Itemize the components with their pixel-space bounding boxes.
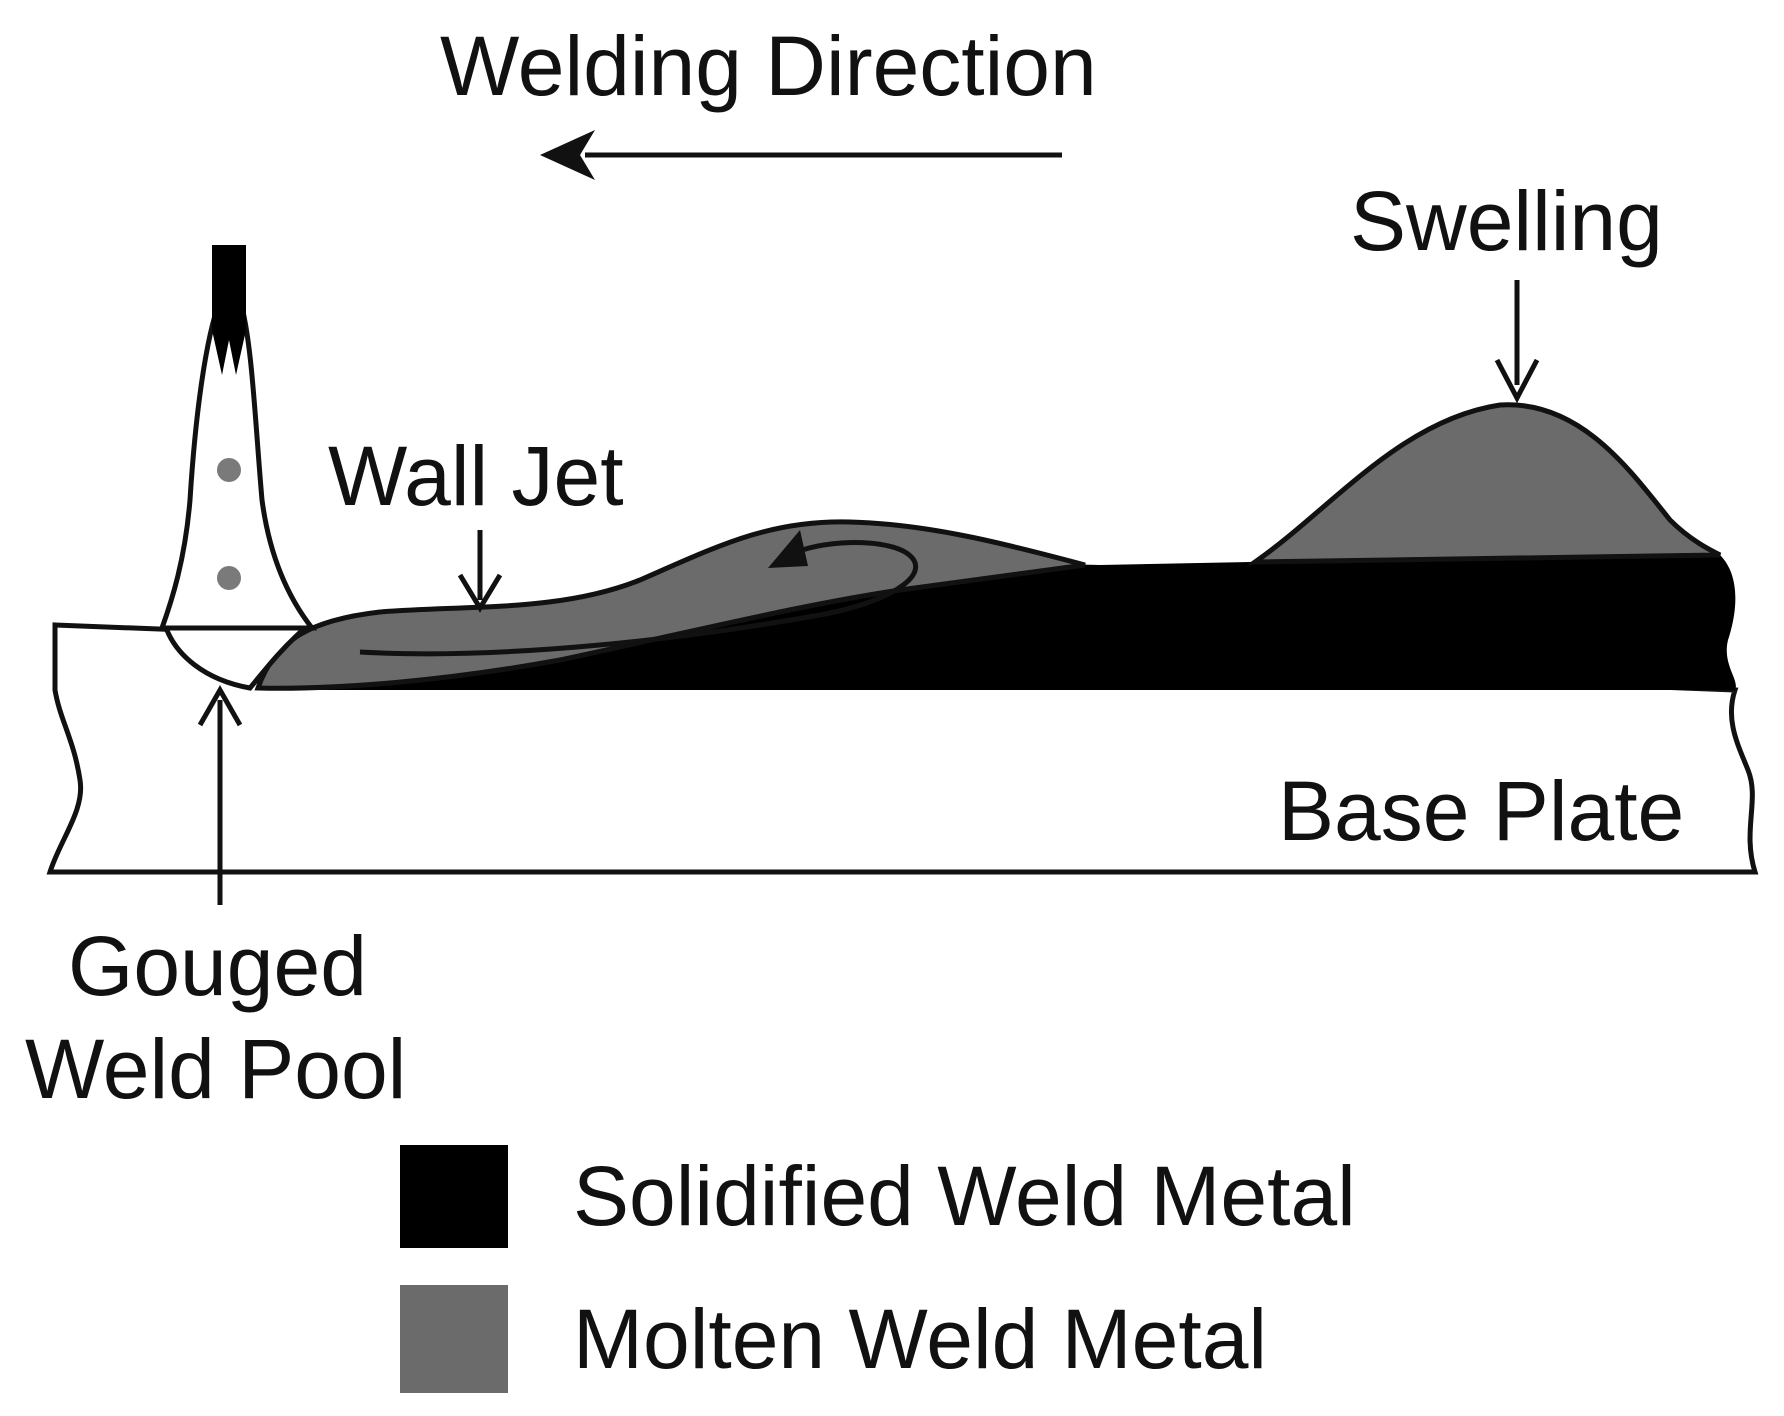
- solidified-weld-metal: [260, 555, 1736, 690]
- flow-swirl-arrowhead: [768, 530, 808, 568]
- legend-label-solidified: Solidified Weld Metal: [573, 1149, 1356, 1243]
- torch-tip: [212, 330, 246, 375]
- legend-swatch-solidified: [400, 1145, 508, 1248]
- gouged-label-line1: Gouged: [68, 919, 367, 1013]
- flow-swirl-line: [359, 540, 919, 657]
- swelling-label: Swelling: [1350, 174, 1663, 268]
- wall-jet-arrow: [457, 530, 503, 613]
- molten-swelling: [1246, 402, 1722, 565]
- arc-dot-lower: [217, 566, 241, 590]
- molten-wall-jet: [254, 519, 1086, 691]
- arc-dot-upper: [217, 458, 241, 482]
- torch-electrode: [212, 245, 246, 330]
- legend-swatch-molten: [400, 1285, 508, 1393]
- wall-jet-label: Wall Jet: [328, 429, 624, 523]
- welding-direction-arrow: [540, 130, 1062, 180]
- swelling-arrow: [1494, 280, 1540, 404]
- base-plate-label: Base Plate: [1278, 764, 1684, 858]
- gouged-label-line2: Weld Pool: [25, 1022, 406, 1116]
- legend-label-molten: Molten Weld Metal: [573, 1292, 1267, 1386]
- gouged-weld-pool-arrow: [197, 684, 243, 905]
- welding-direction-label: Welding Direction: [440, 19, 1097, 113]
- gouged-weld-pool: [161, 622, 312, 691]
- legend: Solidified Weld Metal Molten Weld Metal: [400, 1145, 1356, 1393]
